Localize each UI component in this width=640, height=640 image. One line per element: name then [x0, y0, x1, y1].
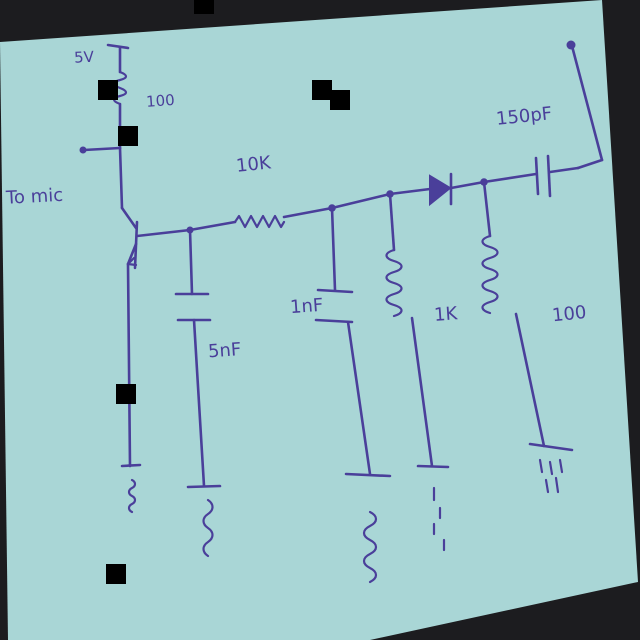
- resistor-10k: [233, 214, 286, 229]
- ground-100-marks: [538, 458, 564, 494]
- ground-100-bar: [528, 442, 574, 452]
- wire-to-5nf: [188, 228, 194, 296]
- redaction-square-3: [312, 80, 332, 100]
- diode-triangle: [429, 174, 452, 207]
- base-to-resistor: [188, 220, 237, 232]
- ground-5nf-bar: [186, 484, 222, 489]
- wire-to-1nf: [330, 206, 337, 292]
- wire-1nf-down: [346, 320, 372, 476]
- redaction-square-4: [330, 90, 350, 110]
- base-wire: [135, 228, 192, 238]
- wire-to-150pf: [482, 172, 538, 184]
- supply-rail: [106, 43, 130, 50]
- wire-1k-down: [410, 316, 434, 468]
- label-r-1k: 1K: [433, 303, 459, 326]
- transistor-collector: [120, 206, 138, 230]
- wire-to-1k: [388, 192, 396, 252]
- redaction-square-1: [194, 0, 214, 14]
- cap-150pf-plate-a: [534, 156, 540, 196]
- redaction-square-7: [106, 564, 126, 584]
- label-supply: 5V: [74, 48, 95, 67]
- cap-1nf-plate-b: [314, 318, 354, 324]
- mic-tap-wire: [82, 146, 122, 152]
- collector-wire: [118, 146, 124, 210]
- wire-to-1k-node: [330, 192, 392, 210]
- wire-to-100: [482, 180, 492, 238]
- resistor-1k: [385, 248, 403, 318]
- ground-1k-marks: [432, 486, 446, 552]
- emitter-ground-bar: [120, 463, 142, 468]
- redaction-square-6: [116, 384, 136, 404]
- wire-5nf-down: [192, 318, 206, 488]
- emitter-ground-squiggle: [127, 478, 137, 514]
- wire-from-diode: [449, 180, 486, 190]
- resistor-100: [481, 234, 499, 315]
- ground-5nf-squiggle: [202, 498, 214, 558]
- label-r-100: 100: [551, 302, 587, 326]
- schematic-mirrored: [79, 40, 604, 584]
- mic-tap-dot: [79, 146, 87, 154]
- cap-150pf-plate-b: [546, 154, 552, 198]
- output-terminal: [566, 40, 576, 50]
- label-to-mic: To mic: [5, 185, 64, 209]
- redaction-square-2: [98, 80, 118, 100]
- cap-1nf-plate-a: [316, 288, 354, 294]
- emitter-wire: [126, 262, 132, 468]
- label-c-5nf: 5nF: [207, 339, 242, 362]
- ground-1k-bar: [416, 464, 450, 469]
- label-c-1nf: 1nF: [289, 295, 324, 318]
- wire-to-diode: [388, 187, 432, 196]
- ground-1nf-squiggle: [362, 510, 378, 584]
- ground-1nf-bar: [344, 472, 392, 478]
- output-lead-up: [570, 44, 604, 162]
- wire-150pf-out: [548, 166, 580, 174]
- transistor-emitter: [126, 242, 138, 266]
- output-lead-bottom: [576, 158, 604, 170]
- label-r-top: 100: [145, 91, 175, 111]
- wire-100-down: [514, 312, 546, 448]
- label-r-10k: 10K: [235, 152, 273, 177]
- resistor-10k-lead: [282, 206, 334, 219]
- redaction-square-5: [118, 126, 138, 146]
